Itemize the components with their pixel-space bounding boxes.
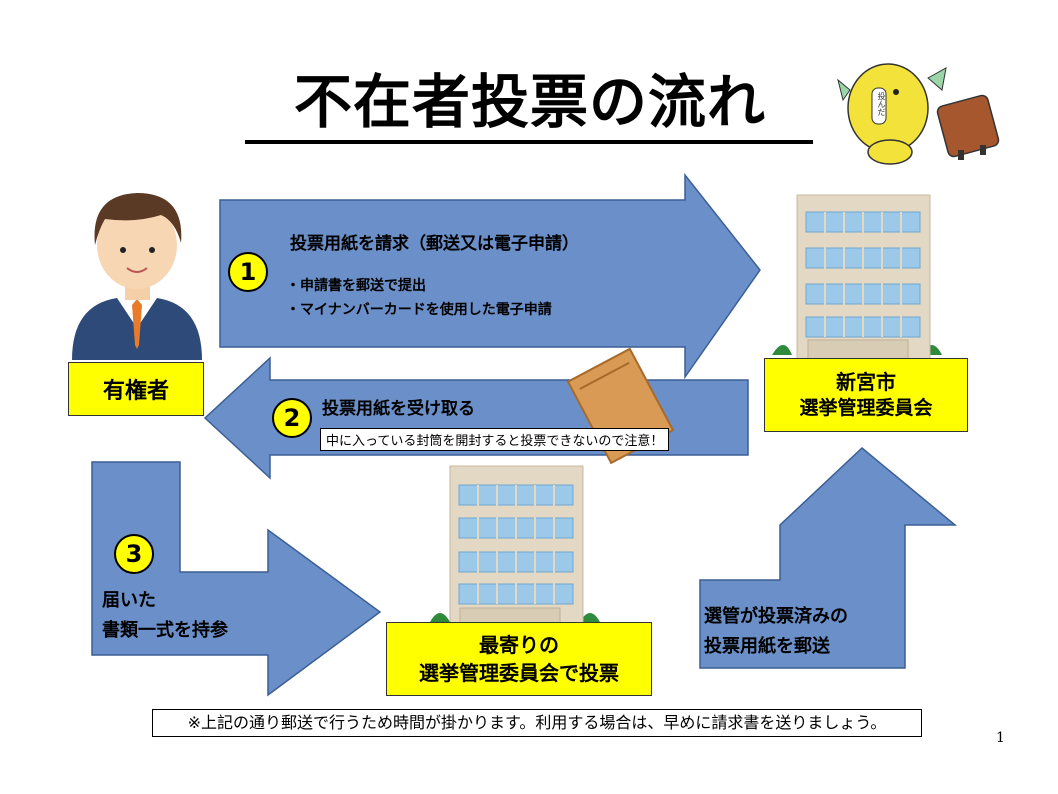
- step3-number: 3: [114, 534, 154, 574]
- arrow-bring: [91, 461, 382, 697]
- step1-bullet: ・申請書を郵送で提出: [286, 278, 426, 294]
- nearest-committee-box: 最寄りの 選挙管理委員会で投票: [386, 622, 652, 696]
- step1-number: 1: [228, 252, 268, 292]
- step1-bullet: ・マイナンバーカードを使用した電子申請: [286, 302, 552, 318]
- committee-name: 新宮市: [836, 370, 896, 394]
- nearest-building-icon: [430, 465, 600, 627]
- nearest-line1: 最寄りの: [479, 633, 559, 657]
- mascot-badge: 投んだ: [877, 92, 886, 116]
- title-underline: [245, 140, 813, 144]
- nearest-line2: 選挙管理委員会で投票: [419, 661, 619, 685]
- page-number: 1: [996, 730, 1005, 746]
- step3-line1: 届いた: [102, 590, 156, 611]
- arrow-request: [219, 172, 761, 380]
- step4-line2: 投票用紙を郵送: [704, 636, 830, 657]
- step4-line1: 選管が投票済みの: [704, 606, 848, 627]
- step2-heading: 投票用紙を受け取る: [322, 399, 475, 419]
- voter-label-box: 有権者: [68, 362, 204, 416]
- voter-person-icon: [72, 193, 202, 360]
- voter-label: 有権者: [102, 379, 169, 404]
- step3-line2: 書類一式を持参: [102, 620, 228, 641]
- step1-heading: 投票用紙を請求（郵送又は電子申請）: [290, 234, 579, 254]
- page-title: 不在者投票の流れ: [293, 68, 766, 136]
- committee-building-icon: [772, 194, 942, 361]
- mascot-icon: [837, 63, 1000, 165]
- arrow-mail-back: [699, 447, 958, 669]
- step2-warning-note: 中に入っている封筒を開封すると投票できないので注意！: [320, 428, 670, 451]
- step2-number: 2: [272, 398, 312, 438]
- footer-note: ※上記の通り郵送で行うため時間が掛かります。利用する場合は、早めに請求書を送りま…: [152, 709, 922, 737]
- committee-box: 新宮市 選挙管理委員会: [764, 358, 968, 432]
- committee-subtitle: 選挙管理委員会: [799, 397, 933, 419]
- suitcase-icon: [936, 94, 1000, 160]
